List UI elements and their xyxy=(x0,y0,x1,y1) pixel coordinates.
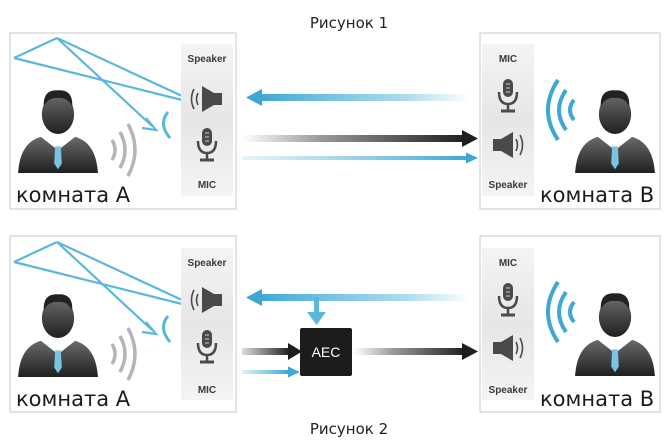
speaker-label-a: Speaker xyxy=(188,54,227,65)
echo-to-aec-arrow xyxy=(242,366,300,378)
speaker-label-a: Speaker xyxy=(188,258,227,269)
figure2-caption: Рисунок 2 xyxy=(310,420,388,438)
mic-label-a: MIC xyxy=(198,180,216,191)
mic-label-a: MIC xyxy=(198,385,216,396)
device-strip-a xyxy=(181,248,233,400)
aec-label: AEC xyxy=(312,344,341,360)
figure2: Speaker MIC комната A xyxy=(9,235,661,413)
room-a-label: комната A xyxy=(16,183,131,207)
mic-label-b: MIC xyxy=(499,258,517,269)
speaker-waves-icon xyxy=(190,289,199,311)
speaker-waves-icon xyxy=(515,337,524,359)
outgoing-signal-arrow xyxy=(242,130,478,147)
speaker-label-b: Speaker xyxy=(489,385,528,396)
device-strip-a xyxy=(181,44,233,196)
echo-signal-arrow xyxy=(242,152,478,164)
aec-box xyxy=(300,328,352,376)
aec-output-arrow xyxy=(354,343,478,360)
sound-waves-icon xyxy=(110,327,137,381)
echo-path-icon xyxy=(13,37,183,139)
speaker-waves-icon xyxy=(190,88,199,110)
speaker-waves-icon xyxy=(515,134,524,156)
room-a-label: комната A xyxy=(16,387,131,411)
mic-to-aec-arrow xyxy=(242,343,302,360)
room-b-label: комната B xyxy=(540,183,654,207)
echo-path-icon xyxy=(13,241,183,343)
return-signal-arrow xyxy=(246,89,470,106)
device-strip-b xyxy=(482,44,534,196)
speaker-label-b: Speaker xyxy=(489,180,528,191)
return-signal-arrow xyxy=(246,289,470,325)
sound-waves-icon xyxy=(110,123,137,177)
mic-label-b: MIC xyxy=(499,54,517,65)
sound-waves-icon xyxy=(546,280,576,344)
room-b-label: комната B xyxy=(540,387,654,411)
figure1-caption: Рисунок 1 xyxy=(310,14,388,32)
sound-waves-icon xyxy=(546,78,576,142)
device-strip-b xyxy=(482,248,534,400)
figure1: Speaker MIC комната A MIC xyxy=(9,32,661,210)
